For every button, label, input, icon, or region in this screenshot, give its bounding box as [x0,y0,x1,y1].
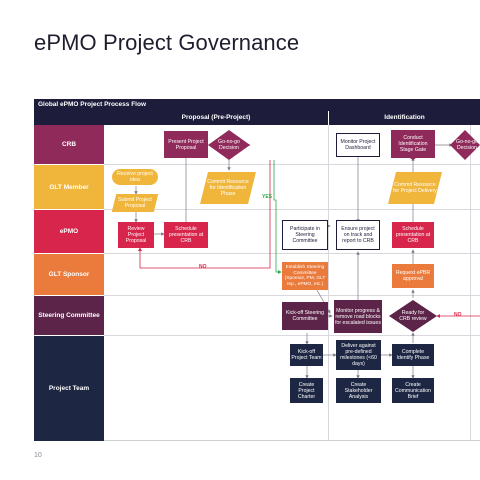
node-schedule-crb-1: Schedule presentation at CRB [164,222,208,248]
node-establish-sc: Establish Steering Committee (Sponsor, P… [282,262,328,290]
phase-proposal: Proposal (Pre-Project) [104,111,328,125]
node-go-decision-2: Go-no-go Decision [456,139,478,151]
lane-project-team: Project Team [34,336,104,441]
label-no-2: NO [454,312,462,318]
node-monitor-dashboard: Monitor Project Dashboard [336,133,380,157]
phase-identification: Identification [329,111,480,125]
diagram-title: Global ePMO Project Process Flow [34,99,480,111]
node-request-epbr: Request ePBR approval [392,264,434,288]
node-submit-proposal: Submit Project Proposal [111,194,159,212]
decision-diamond-1 [208,130,250,160]
node-create-comm: Create Communication Brief [392,378,434,403]
decision-diamond-3 [450,130,480,160]
lane-glt-sponsor: GLT Sponsor [34,254,104,295]
label-no-1: NO [199,264,207,270]
page-number: 10 [34,452,42,459]
lane-steering-committee: Steering Committee [34,296,104,335]
node-participate-sc: Participate in Steering Committee [282,220,328,250]
lane-epmo: ePMO [34,210,104,253]
node-commit-resource-1: Commit Resource for Identification Phase [200,172,256,204]
node-create-charter: Create Project Charter [290,378,323,403]
node-review-proposal: Review Project Proposal [118,222,154,248]
node-commit-resource-2: Commit Resource for Project Delivery [388,172,442,204]
node-receive-idea: Receive project idea [112,169,158,185]
node-ready-review: Ready for CRB review [399,310,427,322]
decision-diamond-ready [389,300,437,332]
node-present-proposal: Present Project Proposal [164,131,208,158]
lane-glt-member: GLT Member [34,165,104,209]
label-yes: YES [262,194,273,200]
node-create-stakeholder: Create Stakeholder Analysis [336,378,381,403]
node-ensure-track: Ensure project on track and report to CR… [336,220,380,250]
node-kickoff-sc: Kick-off Steering Committee [282,302,328,330]
node-deliver-milestones: Deliver against pre-defined milestones (… [336,340,381,370]
node-conduct-gate-box: Conduct Identification Stage Gate [391,130,435,158]
node-schedule-crb-2: Schedule presentation at CRB [392,222,434,248]
node-complete-identify: Complete Identify Phase [392,344,434,366]
node-kickoff-team: Kick-off Project Team [290,344,323,366]
node-go-decision-1: Go-no-go Decision [218,139,240,151]
lane-crb: CRB [34,125,104,164]
node-monitor-progress: Monitor progress & remove road blocks fo… [334,300,382,333]
page-title: ePMO Project Governance [34,30,300,55]
